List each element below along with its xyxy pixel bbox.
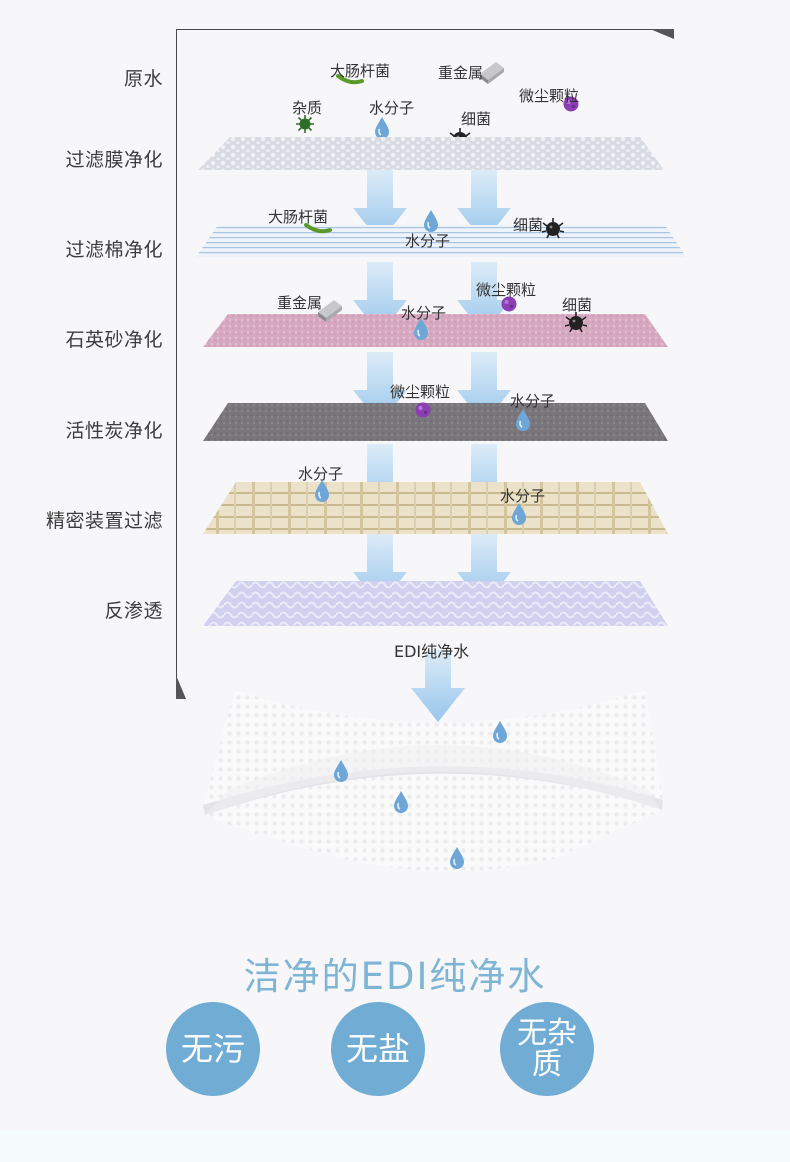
stage-label-raw-water: 原水 xyxy=(123,68,163,90)
bracket-corner-marker xyxy=(650,29,674,39)
particle-label-water-molecule: 水分子 xyxy=(510,392,556,410)
particle-label-water-molecule: 水分子 xyxy=(369,99,415,117)
particle-label-bacteria: 细菌 xyxy=(461,110,492,128)
particle-label-dust: 微尘颗粒 xyxy=(476,281,537,299)
badge-no-pollution: 无污 xyxy=(166,1002,260,1096)
particle-label-heavy-metal: 重金属 xyxy=(438,64,484,82)
output-label-edi: EDI纯净水 xyxy=(394,642,470,661)
particle-label-dust: 微尘颗粒 xyxy=(519,87,580,105)
particle-label-bacteria: 细菌 xyxy=(513,216,544,234)
footer-band xyxy=(0,1130,790,1162)
particle-label-water-molecule: 水分子 xyxy=(298,465,344,483)
particle-label-heavy-metal: 重金属 xyxy=(277,294,323,312)
stage-label-cotton: 过滤棉净化 xyxy=(65,239,163,261)
particle-label-bacteria: 细菌 xyxy=(562,296,593,314)
badge-label: 无盐 xyxy=(345,1030,410,1068)
particle-label-water-molecule: 水分子 xyxy=(500,487,546,505)
badge-no-salt: 无盐 xyxy=(331,1002,425,1096)
particle-label-impurity: 杂质 xyxy=(292,99,323,117)
stage-label-reverse-osmosis: 反渗透 xyxy=(104,600,163,622)
particle-label-dust: 微尘颗粒 xyxy=(390,383,451,401)
stage-label-precision-filter: 精密装置过滤 xyxy=(45,510,163,532)
axis-bracket xyxy=(176,29,674,697)
stage-label-activated-carbon: 活性炭净化 xyxy=(65,420,163,442)
particle-label-water-molecule: 水分子 xyxy=(401,304,447,322)
particle-label-water-molecule: 水分子 xyxy=(405,232,451,250)
stage-label-quartz-sand: 石英砂净化 xyxy=(65,329,163,351)
headline: 洁净的EDI纯净水 xyxy=(243,955,547,998)
particle-label-ecoli: 大肠杆菌 xyxy=(268,208,329,226)
badge-label: 无污 xyxy=(180,1030,245,1068)
particle-label-ecoli: 大肠杆菌 xyxy=(330,62,391,80)
stage-label-membrane: 过滤膜净化 xyxy=(65,149,163,171)
badge-label: 无杂质 xyxy=(517,1016,577,1082)
bracket-corner-marker xyxy=(176,675,186,699)
badge-no-impurity: 无杂质 xyxy=(500,1002,594,1096)
